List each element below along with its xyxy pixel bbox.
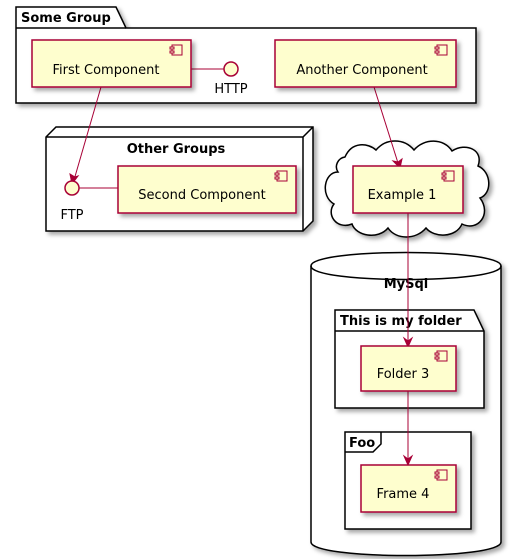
folder3-component[interactable]: Folder 3 <box>360 345 457 392</box>
second-component[interactable]: Second Component <box>117 165 297 214</box>
ftp-interface[interactable]: FTP <box>60 180 84 223</box>
some-group-label: Some Group <box>21 11 111 26</box>
another-component[interactable]: Another Component <box>274 39 457 88</box>
http-interface[interactable]: HTTP <box>214 61 248 97</box>
other-groups-label: Other Groups <box>127 142 226 157</box>
example1-label: Example 1 <box>368 188 437 203</box>
example1-component[interactable]: Example 1 <box>352 165 464 214</box>
mysql-label: MySql <box>384 277 429 292</box>
edge-another-example1 <box>373 86 399 164</box>
foo-label: Foo <box>349 436 375 451</box>
ftp-label: FTP <box>60 208 83 223</box>
edge-first-ftp <box>73 86 102 181</box>
second-component-label: Second Component <box>138 188 265 203</box>
first-component[interactable]: First Component <box>31 39 192 88</box>
first-component-label: First Component <box>53 63 160 78</box>
my-folder-label: This is my folder <box>340 314 462 329</box>
folder3-label: Folder 3 <box>377 367 430 382</box>
frame4-label: Frame 4 <box>377 487 430 502</box>
arrowhead-folder3 <box>402 336 414 349</box>
http-label: HTTP <box>214 82 247 97</box>
frame4-component[interactable]: Frame 4 <box>360 464 457 513</box>
another-component-label: Another Component <box>296 63 427 78</box>
arrowhead-frame4 <box>402 454 414 467</box>
